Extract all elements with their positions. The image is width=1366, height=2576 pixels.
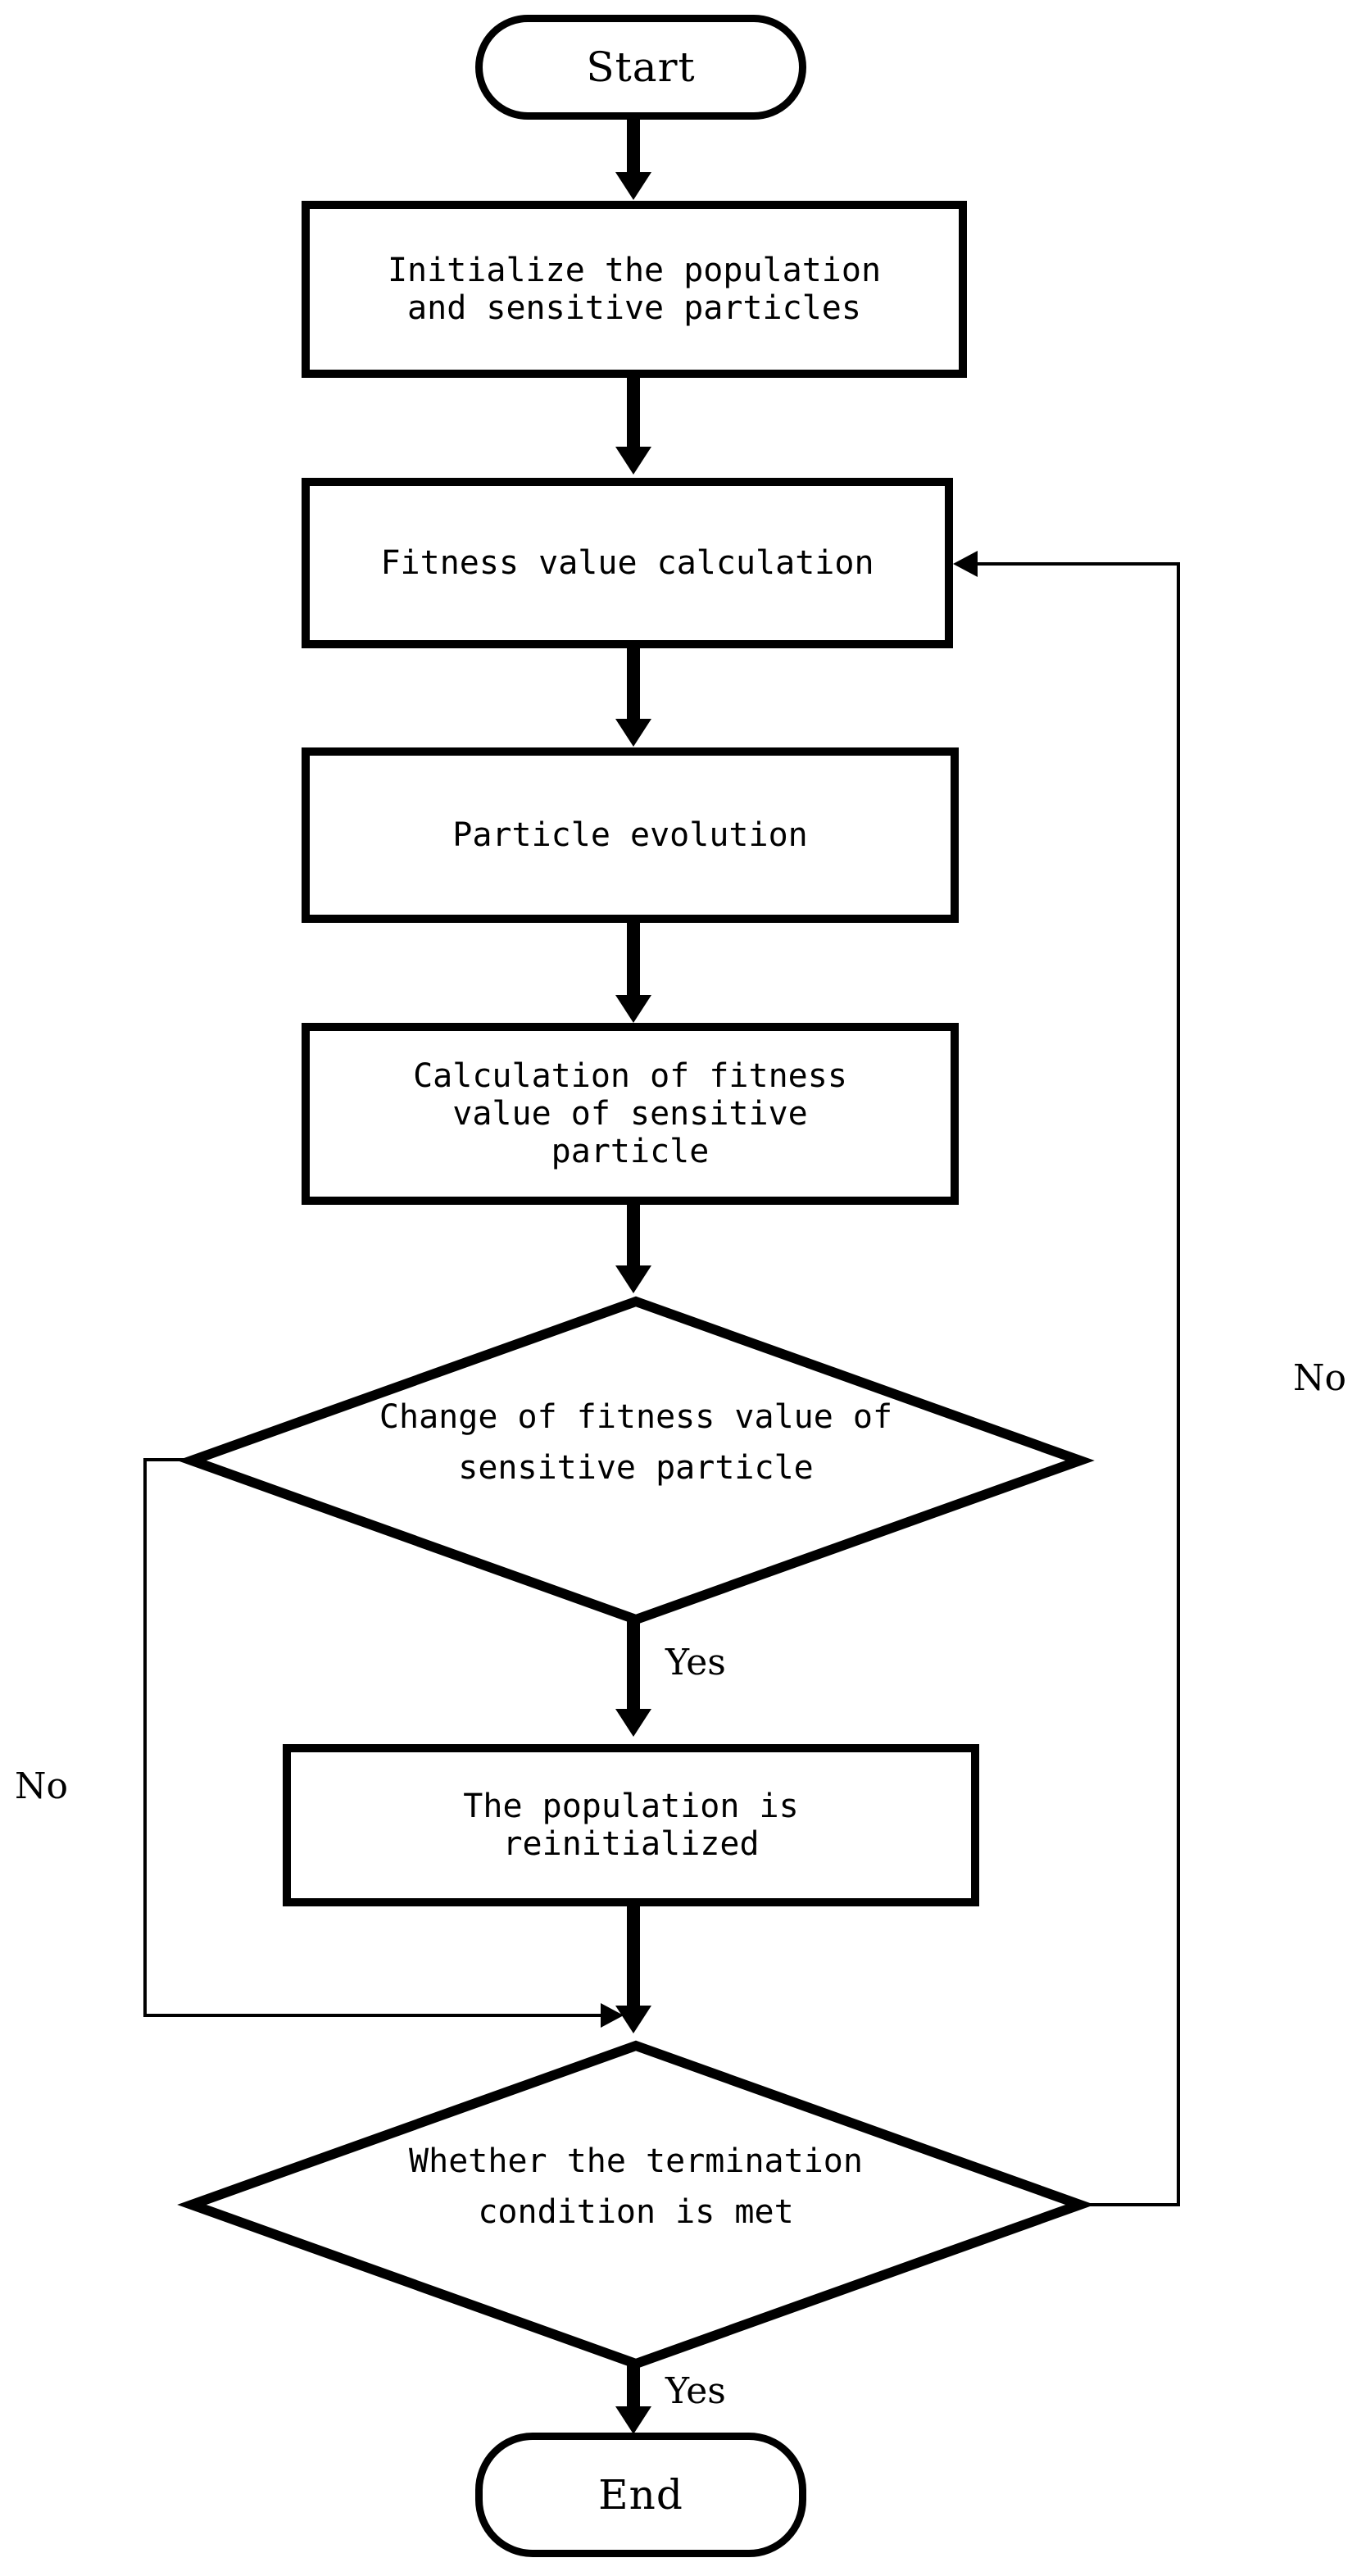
term-check-diamond-shape [177, 2040, 1095, 2369]
node-end-label: End [598, 2471, 683, 2519]
node-evolution[interactable]: Particle evolution [302, 747, 959, 923]
node-change-check[interactable]: Change of fitness value of sensitive par… [177, 1296, 1095, 1625]
node-fitness-label: Fitness value calculation [380, 544, 874, 582]
connector-term-check-no-horizontal-out [1083, 2203, 1180, 2206]
arrowhead-start-to-initialize [615, 172, 651, 200]
connector-evolution-to-sensitive-fitness [627, 923, 640, 997]
edge-label-term-check-yes: Yes [665, 2370, 726, 2412]
arrowhead-fitness-to-evolution [615, 719, 651, 747]
connector-term-check-yes [627, 2364, 640, 2410]
node-initialize[interactable]: Initialize the population and sensitive … [302, 201, 967, 378]
change-check-diamond-shape [177, 1296, 1095, 1625]
node-reinit[interactable]: The population is reinitialized [283, 1744, 979, 1906]
arrowhead-evolution-to-sensitive-fitness [615, 995, 651, 1023]
arrowhead-term-check-no [953, 551, 978, 577]
node-start[interactable]: Start [475, 15, 806, 120]
connector-fitness-to-evolution [627, 648, 640, 720]
connector-initialize-to-fitness [627, 378, 640, 448]
node-reinit-label: The population is reinitialized [463, 1788, 799, 1863]
connector-change-check-no-horizontal-in [143, 2014, 602, 2017]
node-sensitive-fitness-label: Calculation of fitness value of sensitiv… [413, 1057, 847, 1170]
node-initialize-label: Initialize the population and sensitive … [387, 252, 882, 327]
arrowhead-change-check-yes [615, 1709, 651, 1737]
connector-start-to-initialize [627, 120, 640, 175]
edge-label-change-check-yes: Yes [665, 1642, 726, 1683]
arrowhead-initialize-to-fitness [615, 447, 651, 475]
connector-change-check-no-vertical [143, 1458, 147, 2016]
arrowhead-reinit-to-term-check [615, 2006, 651, 2033]
node-sensitive-fitness[interactable]: Calculation of fitness value of sensitiv… [302, 1023, 959, 1205]
connector-change-check-yes [627, 1619, 640, 1711]
node-evolution-label: Particle evolution [452, 816, 808, 854]
node-start-label: Start [586, 43, 696, 91]
connector-change-check-no-horizontal-out [143, 1458, 194, 1461]
edge-label-term-check-no: No [1293, 1357, 1346, 1399]
node-fitness[interactable]: Fitness value calculation [302, 478, 953, 648]
node-end[interactable]: End [475, 2433, 806, 2557]
node-term-check[interactable]: Whether the termination condition is met [177, 2040, 1095, 2369]
connector-term-check-no-vertical [1177, 562, 1180, 2206]
arrowhead-sensitive-fitness-to-change-check [615, 1265, 651, 1293]
connector-term-check-no-horizontal-in [975, 562, 1180, 566]
edge-label-change-check-no: No [15, 1765, 68, 1807]
connector-reinit-to-term-check [627, 1906, 640, 2008]
connector-sensitive-fitness-to-change-check [627, 1205, 640, 1269]
arrowhead-term-check-yes [615, 2406, 651, 2434]
